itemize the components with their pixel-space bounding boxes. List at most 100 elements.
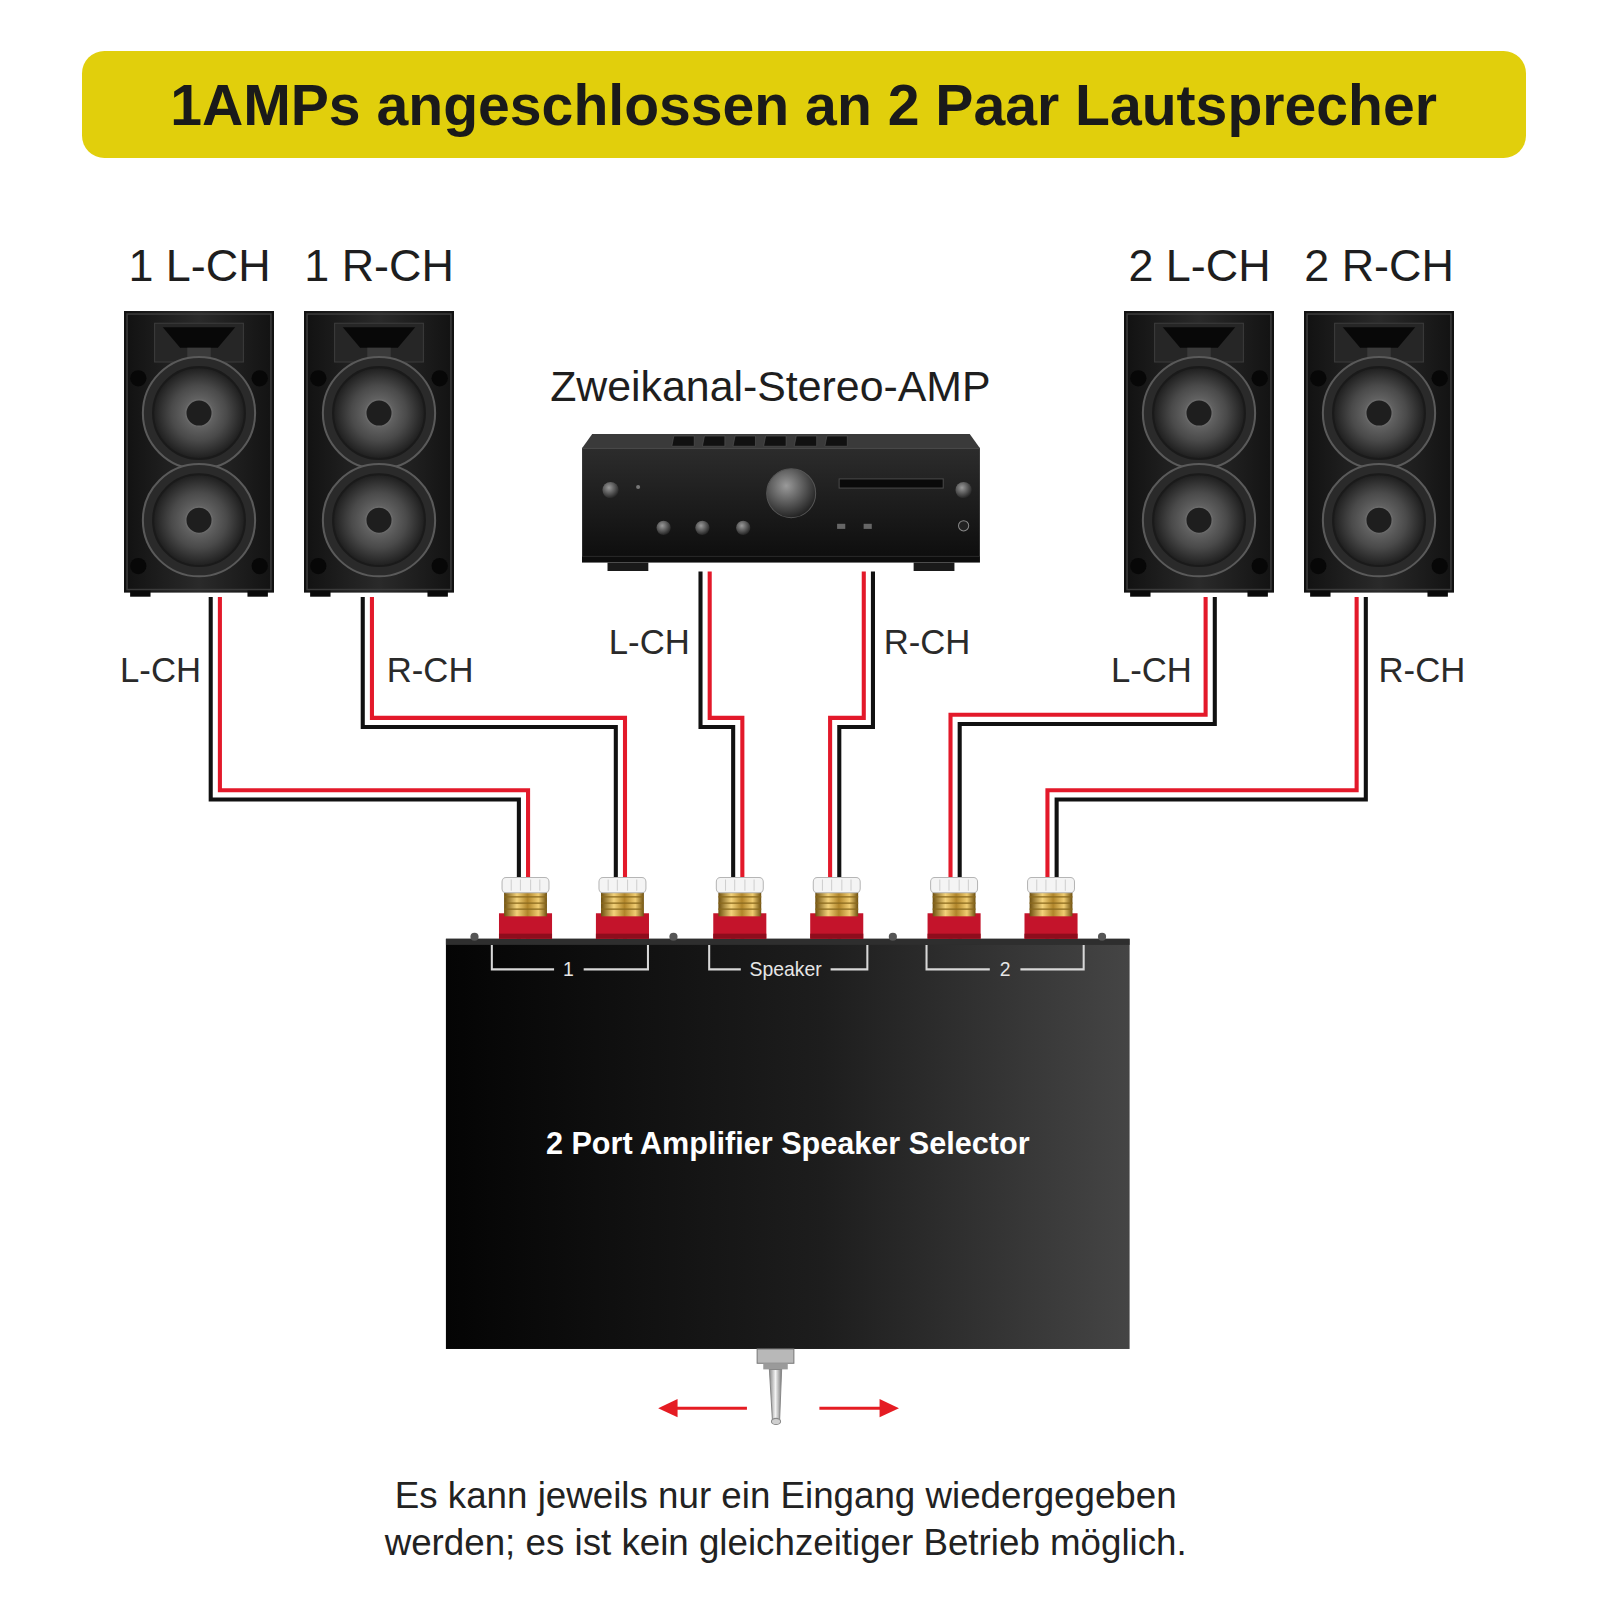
channel-label: L-CH bbox=[120, 651, 201, 691]
cabinet-port bbox=[252, 558, 268, 574]
channel-label: R-CH bbox=[387, 651, 474, 691]
switch-arrow bbox=[819, 1407, 883, 1410]
cabinet-edge bbox=[307, 314, 451, 589]
speaker-cabinet bbox=[304, 311, 454, 597]
cabinet-port bbox=[1131, 558, 1147, 574]
cabinet-body bbox=[1304, 311, 1454, 593]
woofer-ring bbox=[323, 357, 435, 469]
title-text: 1AMPs angeschlossen an 2 Paar Lautsprech… bbox=[170, 72, 1437, 138]
woofer-cone bbox=[154, 474, 246, 566]
cabinet-port bbox=[310, 558, 326, 574]
cabinet-port bbox=[1432, 558, 1448, 574]
cabinet-port bbox=[310, 370, 326, 386]
cabinet-port bbox=[131, 558, 147, 574]
amp-vents bbox=[671, 436, 847, 446]
speaker-node: 2 L-CH bbox=[1114, 240, 1284, 597]
screw bbox=[1098, 933, 1106, 941]
cabinet-port bbox=[1310, 370, 1326, 386]
amp-top bbox=[582, 434, 980, 448]
cabinet-foot bbox=[428, 591, 448, 597]
amp-base bbox=[582, 556, 980, 562]
woofer-cone bbox=[1154, 367, 1246, 459]
horn-mouth bbox=[163, 328, 235, 348]
cabinet-edge bbox=[128, 314, 272, 589]
amp-button bbox=[837, 523, 845, 528]
speaker-cabinet bbox=[124, 311, 274, 597]
cabinet-body bbox=[304, 311, 454, 593]
device-heading: 1 R-CH bbox=[304, 240, 454, 292]
horn-mouth bbox=[343, 328, 415, 348]
cabinet-foot bbox=[131, 591, 151, 597]
woofer-ring bbox=[1143, 357, 1255, 469]
cabinet-port bbox=[432, 370, 448, 386]
small-knob bbox=[955, 482, 971, 498]
binding-post bbox=[810, 878, 863, 939]
speaker-wire bbox=[1047, 597, 1365, 939]
channel-label: L-CH bbox=[1111, 651, 1192, 691]
wire-black bbox=[211, 597, 519, 939]
amp-foot bbox=[913, 562, 954, 571]
speaker-node: 2 R-CH bbox=[1294, 240, 1464, 597]
woofer-cone bbox=[333, 367, 425, 459]
switch-arrow bbox=[673, 1407, 746, 1410]
selector-box: 2 Port Amplifier Speaker Selector bbox=[446, 939, 1130, 1349]
cabinet-edge bbox=[1307, 314, 1451, 589]
cabinet-port bbox=[432, 558, 448, 574]
dust-cap bbox=[186, 507, 213, 534]
screw bbox=[889, 933, 897, 941]
housing-top-edge bbox=[446, 939, 1130, 945]
speaker-wire bbox=[951, 597, 1215, 939]
woofer-ring bbox=[1323, 357, 1435, 469]
device-heading: 2 L-CH bbox=[1128, 240, 1270, 292]
woofer-ring bbox=[1143, 464, 1255, 576]
device-heading: 2 R-CH bbox=[1304, 240, 1454, 292]
amplifier-node: Zweikanal-Stereo-AMP bbox=[526, 362, 1016, 571]
toggle-tip bbox=[771, 1418, 780, 1424]
switch-arrowhead bbox=[658, 1399, 677, 1417]
horn-mouth bbox=[1163, 328, 1235, 348]
selector-housing bbox=[446, 939, 1130, 1349]
device-name: 2 Port Amplifier Speaker Selector bbox=[546, 1126, 1030, 1161]
caption: Es kann jeweils nur ein Eingang wiederge… bbox=[341, 1472, 1231, 1566]
toggle-lever bbox=[769, 1369, 781, 1420]
cabinet-foot bbox=[1428, 591, 1448, 597]
wire-black bbox=[1057, 597, 1366, 939]
dust-cap bbox=[1186, 507, 1213, 534]
woofer-cone bbox=[154, 367, 246, 459]
channel-label: L-CH bbox=[609, 623, 690, 663]
dust-cap bbox=[1186, 400, 1213, 427]
port-label: 2 bbox=[1000, 958, 1011, 980]
amp-display bbox=[839, 479, 943, 488]
switch-collar bbox=[763, 1363, 787, 1369]
led bbox=[636, 485, 640, 489]
tone-knob bbox=[695, 520, 709, 534]
woofer-cone bbox=[1154, 474, 1246, 566]
binding-post bbox=[499, 878, 552, 939]
cabinet-port bbox=[252, 370, 268, 386]
tone-knob bbox=[656, 520, 670, 534]
cabinet-foot bbox=[248, 591, 268, 597]
device-heading: 1 L-CH bbox=[128, 240, 270, 292]
speaker-wire bbox=[211, 597, 528, 939]
port-label: Speaker bbox=[750, 958, 822, 980]
cabinet-body bbox=[1124, 311, 1274, 593]
wire-red bbox=[372, 597, 625, 939]
cabinet-edge bbox=[1128, 314, 1272, 589]
title-banner: 1AMPs angeschlossen an 2 Paar Lautsprech… bbox=[82, 51, 1526, 158]
amp-foot bbox=[607, 562, 648, 571]
cabinet-port bbox=[1131, 370, 1147, 386]
cabinet-body bbox=[124, 311, 274, 593]
speaker-wire bbox=[363, 597, 625, 939]
device-heading: Zweikanal-Stereo-AMP bbox=[550, 362, 991, 411]
channel-label: R-CH bbox=[884, 623, 971, 663]
woofer-cone bbox=[1333, 474, 1425, 566]
cabinet-foot bbox=[310, 591, 330, 597]
binding-post bbox=[1024, 878, 1077, 939]
cabinet-port bbox=[1310, 558, 1326, 574]
wire-black bbox=[960, 597, 1215, 939]
cabinet-foot bbox=[1248, 591, 1268, 597]
amp-front bbox=[582, 448, 980, 556]
wire-red bbox=[951, 597, 1206, 939]
cabinet-port bbox=[1432, 370, 1448, 386]
